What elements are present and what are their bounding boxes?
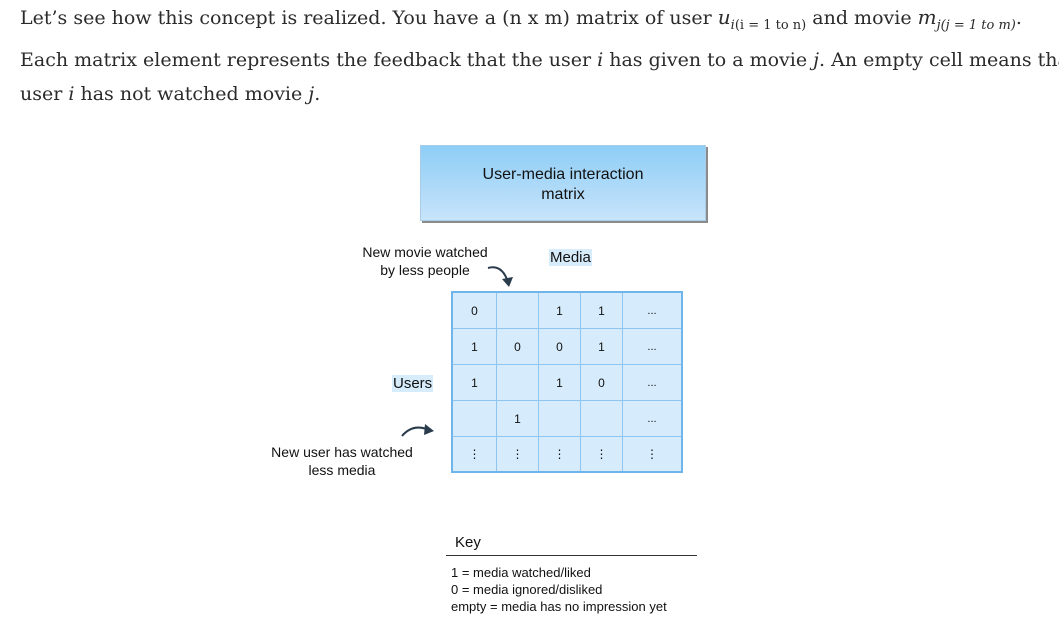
intro-line-2: Each matrix element represents the feedb… (20, 43, 1059, 77)
key-item-disliked: 0 = media ignored/disliked (451, 582, 603, 597)
math-user-symbol: ui(i = 1 to n) (717, 5, 806, 33)
new-user-note-line-2: less media (308, 462, 376, 478)
key-list: 1 = media watched/liked 0 = media ignore… (451, 564, 667, 615)
matrix-cell-r4-c2: 1 (497, 401, 539, 437)
math-u-base: u (717, 5, 731, 29)
intro-var-j-2: j (308, 83, 315, 105)
new-user-note-line-1: New user has watched (271, 444, 413, 460)
new-user-note: New user has watched less media (266, 443, 418, 479)
new-movie-arrow-icon (487, 266, 513, 287)
matrix-cell-r1-c2 (497, 293, 539, 329)
intro-line-1: Let’s see how this concept is realized. … (20, 0, 1050, 43)
intro-text-3c: . (314, 83, 321, 105)
matrix-cell-r5-c3: ⋮ (539, 437, 581, 471)
matrix-cell-r2-c2: 0 (497, 329, 539, 365)
matrix-cell-r3-c2 (497, 365, 539, 401)
key-item-empty: empty = media has no impression yet (451, 599, 667, 614)
matrix-cell-r2-c1: 1 (453, 329, 497, 365)
matrix-cell-r4-c1 (453, 401, 497, 437)
intro-text-1-end: . (1015, 7, 1022, 29)
matrix-cell-r2-c5: ... (623, 329, 681, 365)
intro-text-2c: . An empty cell means that (819, 49, 1059, 71)
matrix-cell-r4-c3 (539, 401, 581, 437)
media-label-text: Media (549, 249, 592, 266)
matrix-cell-r1-c4: 1 (581, 293, 623, 329)
intro-text-2b: has given to a movie (603, 49, 814, 71)
intro-var-i: i (597, 49, 604, 71)
matrix-cell-r5-c5: ⋮ (646, 447, 658, 461)
diagram-title-box: User-media interaction matrix (420, 145, 706, 221)
new-movie-note: New movie watched by less people (359, 243, 491, 279)
new-movie-note-line-2: by less people (380, 262, 470, 278)
math-u-sub-i: i (730, 18, 735, 33)
intro-text-3b: has not watched movie (74, 83, 309, 105)
matrix-cell-r4-c4 (581, 401, 623, 437)
new-movie-note-line-1: New movie watched (362, 244, 488, 260)
math-u-sub-range: (i = 1 to n) (734, 18, 807, 33)
matrix-cell-r2-c3: 0 (539, 329, 581, 365)
matrix-cell-r3-c1: 1 (453, 365, 497, 401)
users-label-text: Users (392, 375, 434, 392)
intro-paragraph: Let’s see how this concept is realized. … (20, 0, 1059, 111)
math-m-base: m (917, 5, 937, 29)
intro-line-3: user i has not watched movie j. (20, 77, 1050, 111)
matrix-cell-r1-c5: ... (623, 293, 681, 329)
media-axis-label: Media (549, 249, 592, 267)
key-title: Key (455, 534, 481, 551)
intro-text-2a: Each matrix element represents the feedb… (20, 49, 598, 71)
intro-var-i-2: i (68, 83, 75, 105)
matrix-cell-r1-c3: 1 (539, 293, 581, 329)
intro-text-1a: Let’s see how this concept is realized. … (20, 7, 718, 29)
matrix-cell-r5-c4: ⋮ (581, 437, 623, 471)
matrix-cell-r3-c5: ... (623, 365, 681, 401)
key-divider (446, 555, 697, 556)
math-m-subscript: j(j = 1 to m) (936, 18, 1016, 33)
diagram-title: User-media interaction matrix (482, 166, 644, 203)
users-axis-label: Users (392, 375, 434, 393)
math-u-subscript: i(i = 1 to n) (731, 18, 807, 33)
new-user-arrow-icon (401, 424, 434, 437)
intro-var-j: j (813, 49, 820, 71)
matrix-cell-r4-c5: ... (623, 401, 681, 437)
key-item-liked: 1 = media watched/liked (451, 565, 591, 580)
matrix-cell-r5-c2: ⋮ (497, 437, 539, 471)
matrix-cell-r2-c4: 1 (581, 329, 623, 365)
intro-text-1b: and movie (806, 7, 918, 29)
matrix-cell-r5-c1: ⋮ (453, 437, 497, 471)
matrix-cell-r3-c4: 0 (581, 365, 623, 401)
matrix-cell-r1-c1: 0 (453, 293, 497, 329)
intro-text-3a: user (20, 83, 69, 105)
matrix-cell-r3-c3: 1 (539, 365, 581, 401)
math-movie-symbol: mj(j = 1 to m) (917, 5, 1016, 33)
